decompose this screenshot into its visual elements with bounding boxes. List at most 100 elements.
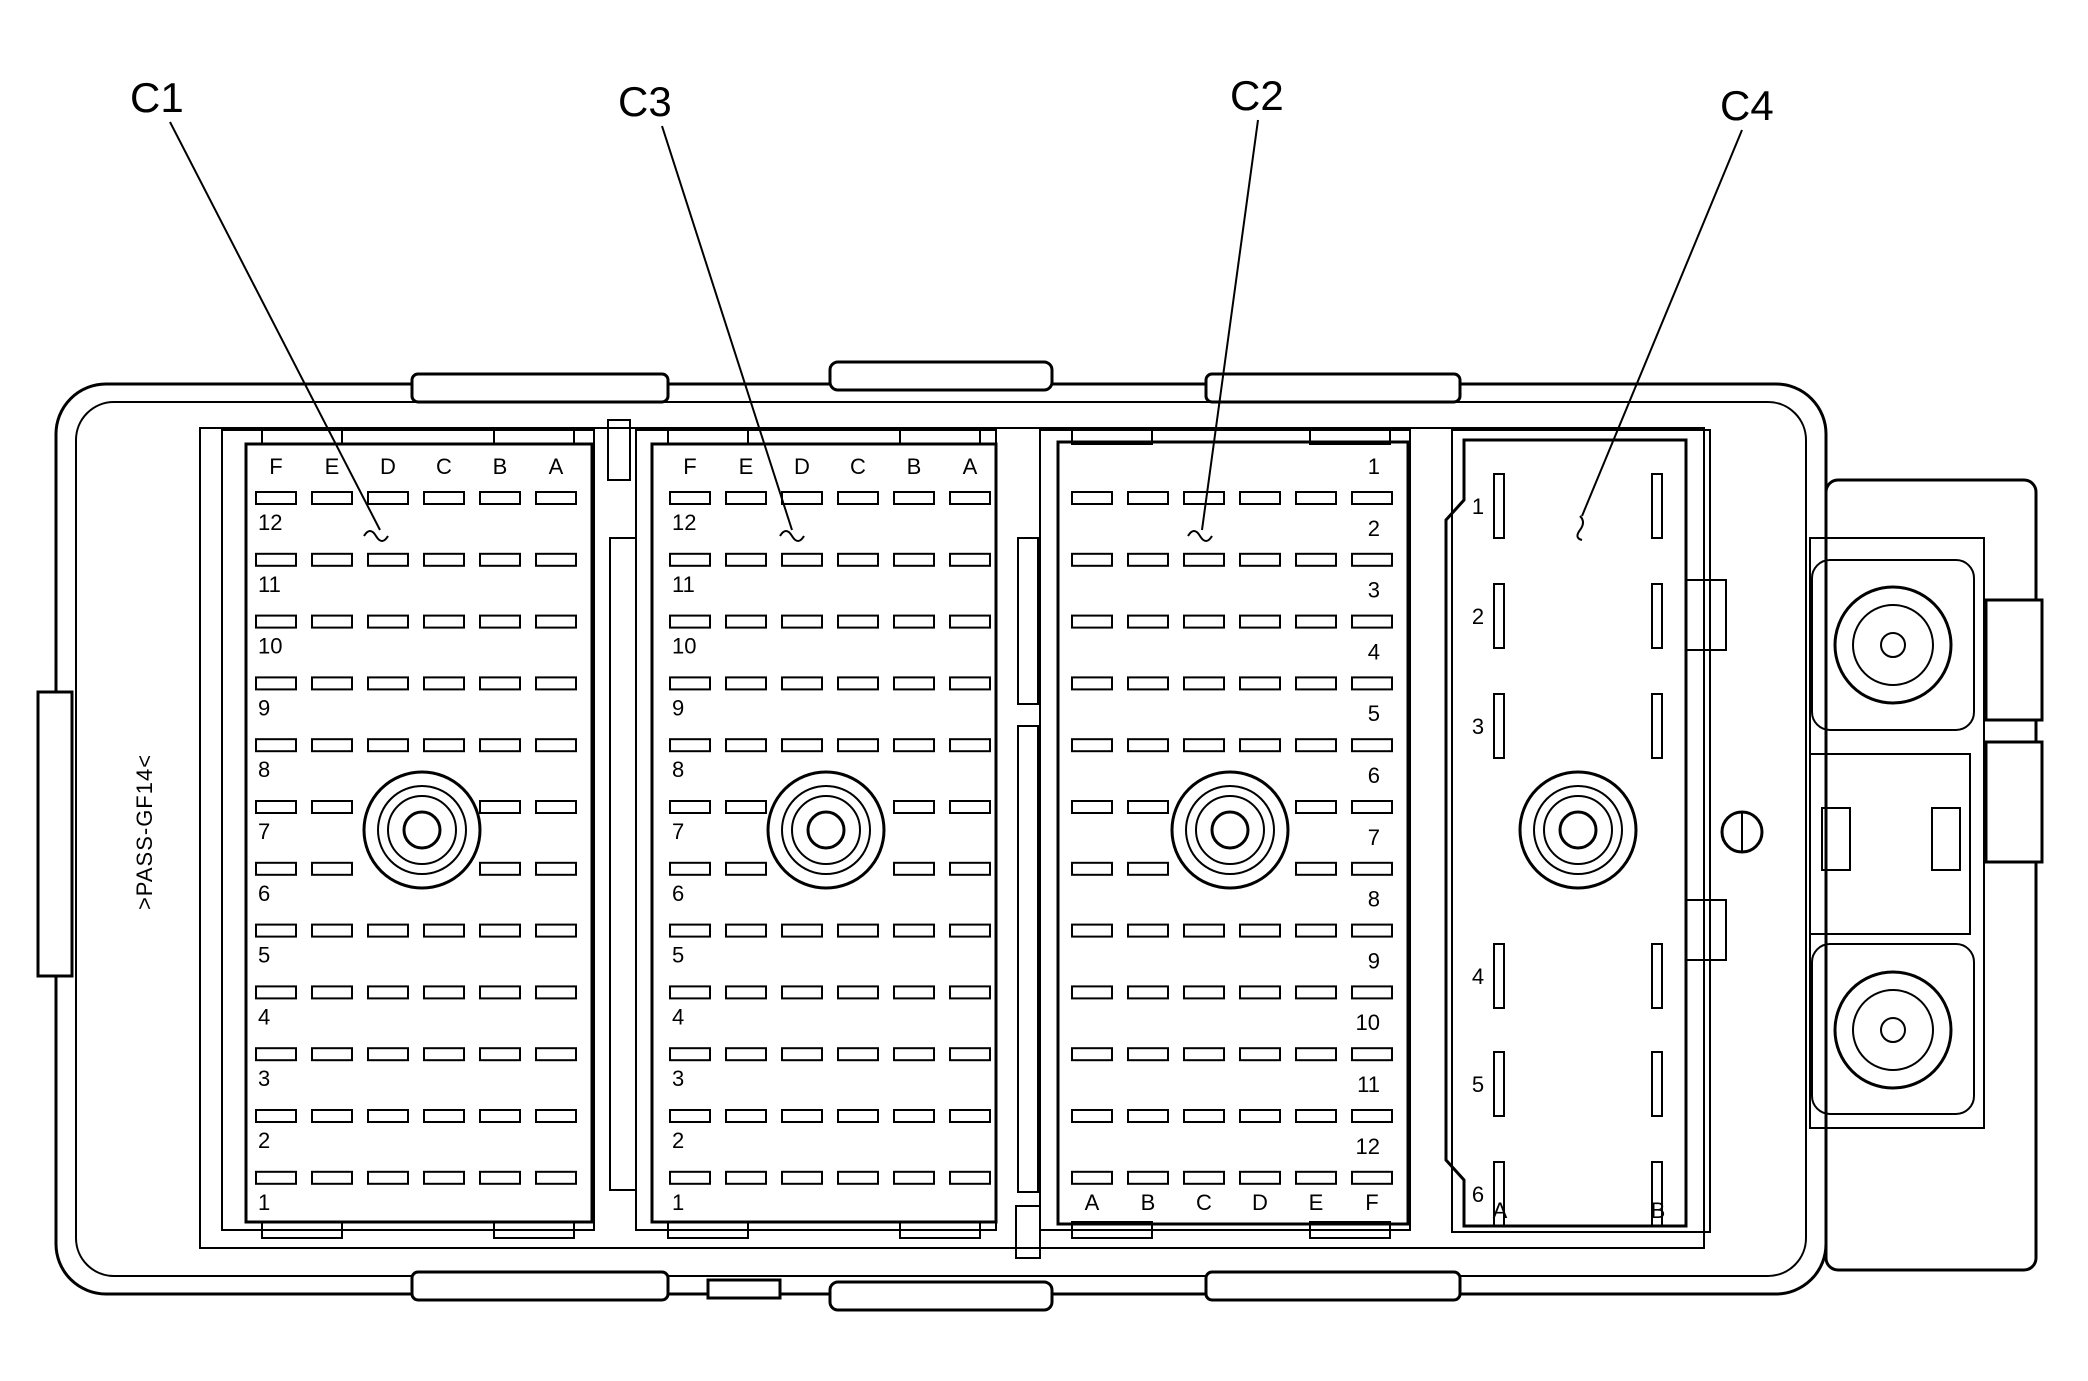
c2-row-label: 9 (1368, 948, 1380, 973)
c1-column-label: C (436, 454, 452, 479)
c1-pin (311, 800, 353, 814)
c1-pin (255, 800, 297, 814)
c2-pin (1295, 614, 1337, 629)
c3-row-label: 5 (672, 943, 684, 968)
c2-column-label: D (1252, 1190, 1268, 1215)
c3-pin (893, 923, 935, 938)
c3-pin (837, 1170, 879, 1185)
c1-pin (311, 1170, 353, 1185)
c2-pin (1071, 1047, 1113, 1062)
c2-pin (1351, 985, 1393, 1000)
c1-row-label: 1 (258, 1190, 270, 1215)
c2-pin (1183, 1047, 1225, 1062)
c3-pin (669, 1170, 711, 1185)
c2-pin (1071, 614, 1113, 629)
c3-pin (893, 861, 935, 876)
c3-pin (669, 861, 711, 876)
c3-pin (669, 552, 711, 567)
c2-pin (1183, 738, 1225, 753)
c4-row-label: 1 (1472, 494, 1484, 519)
c1-pin (423, 923, 465, 938)
c1-pin (367, 985, 409, 1000)
c1-row-label: 3 (258, 1066, 270, 1091)
c2-pin (1351, 1109, 1393, 1123)
c1-pin (367, 491, 409, 505)
c3-pin (893, 1170, 935, 1185)
c1-pin (311, 614, 353, 629)
c1-pin (311, 923, 353, 938)
c1-pin (311, 1109, 353, 1123)
c1-row-label: 5 (258, 943, 270, 968)
c3-row-label: 3 (672, 1066, 684, 1091)
c1-pin (367, 552, 409, 567)
c1-pin (423, 1109, 465, 1123)
c2-pin (1183, 676, 1225, 691)
c3-pin (781, 1109, 823, 1123)
c2-pin (1127, 738, 1169, 753)
c3-row-label: 4 (672, 1004, 684, 1029)
c1-column-label: B (493, 454, 508, 479)
c1-pin (479, 861, 521, 876)
c2-pin (1183, 1170, 1225, 1185)
c3-row-label: 6 (672, 881, 684, 906)
c1-pin (535, 491, 577, 505)
housing (36, 360, 2044, 1312)
c1-pin (311, 985, 353, 1000)
c4-pin (1493, 473, 1505, 539)
c2-pin (1239, 1170, 1281, 1185)
c3-pin (949, 923, 991, 938)
c3-row-label: 8 (672, 757, 684, 782)
c1-pin (423, 1170, 465, 1185)
c3-pin (949, 861, 991, 876)
c1-pin (479, 1109, 521, 1123)
c2-pin (1127, 861, 1169, 876)
c3-pin (781, 985, 823, 1000)
c3-pin (893, 614, 935, 629)
c1-column-label: D (380, 454, 396, 479)
c2-row-label: 4 (1368, 639, 1380, 664)
c3-pin (725, 491, 767, 505)
c2-pin (1183, 985, 1225, 1000)
c2-pin (1127, 800, 1169, 814)
c1-pin (255, 738, 297, 753)
c2-pin (1295, 1170, 1337, 1185)
c2-pin (1295, 985, 1337, 1000)
c2-pin (1071, 676, 1113, 691)
c3-pin (949, 1170, 991, 1185)
c3-pin (669, 491, 711, 505)
c1-column-label: F (269, 454, 282, 479)
c2-pin (1351, 552, 1393, 567)
c2-pin (1239, 491, 1281, 505)
c2-column-label: E (1309, 1190, 1324, 1215)
c2-pin (1351, 800, 1393, 814)
c4-pin (1493, 943, 1505, 1009)
c3-pin (949, 491, 991, 505)
c2-pin (1183, 923, 1225, 938)
c4-pin (1651, 943, 1663, 1009)
c3-pin (949, 800, 991, 814)
c1-pin (367, 614, 409, 629)
c1-pin (255, 923, 297, 938)
side-label: >PASS-GF14< (132, 754, 157, 910)
callout-label-c3: C3 (618, 78, 672, 125)
c4-pin (1493, 693, 1505, 759)
c2-pin (1295, 1047, 1337, 1062)
c2-row-label: 10 (1356, 1010, 1380, 1035)
c3-pin (725, 800, 767, 814)
c1-pin (255, 552, 297, 567)
c3-pin (725, 738, 767, 753)
c1-column-label: A (549, 454, 564, 479)
c2-pin (1295, 1109, 1337, 1123)
c1-pin (311, 552, 353, 567)
c2-pin (1183, 614, 1225, 629)
c3-column-label: F (683, 454, 696, 479)
c3-pin (669, 676, 711, 691)
c3-pin (837, 1047, 879, 1062)
c2-pin (1295, 861, 1337, 876)
c4-row-label: 4 (1472, 964, 1484, 989)
c4-row-label: 2 (1472, 604, 1484, 629)
c3-pin (837, 1109, 879, 1123)
c3-pin (781, 923, 823, 938)
